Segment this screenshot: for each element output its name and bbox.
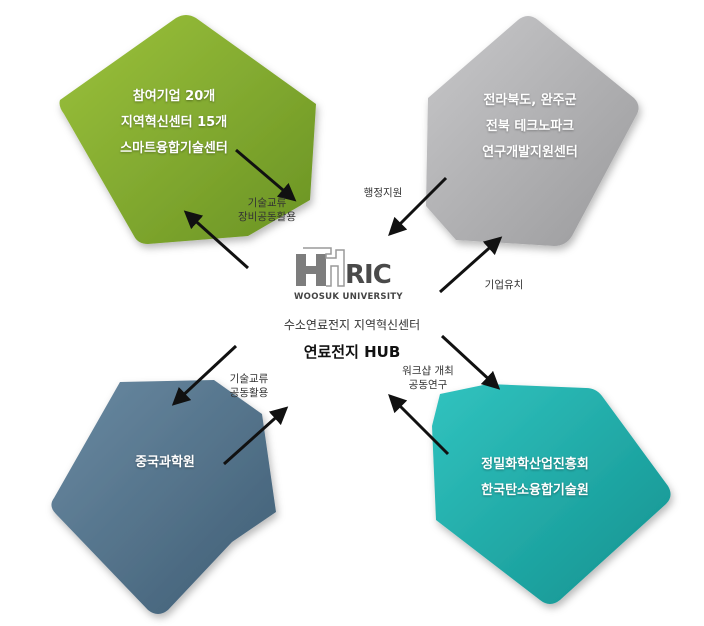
node-top-left-line: 스마트융합기술센터 bbox=[120, 141, 228, 156]
node-shape-top-left bbox=[59, 15, 316, 244]
node-shape-bottom-left bbox=[51, 380, 276, 614]
arrow-top-right-in bbox=[388, 176, 448, 236]
node-top-left-text: 참여기업 20개 지역혁신센터 15개 스마트융합기술센터 bbox=[84, 84, 264, 162]
edge-label-bottom-right: 워크샵 개최 공동연구 bbox=[388, 364, 468, 392]
arrow-bottom-left-in bbox=[222, 406, 289, 466]
edge-label-line: 기업유치 bbox=[484, 279, 524, 291]
node-bottom-left-text: 중국과학원 bbox=[90, 450, 240, 476]
node-bottom-right-text: 정밀화학산업진흥회 한국탄소융합기술원 bbox=[440, 452, 630, 504]
node-top-right-line: 전북 테크노파크 bbox=[485, 119, 575, 134]
arrow-bottom-right-out bbox=[440, 334, 501, 390]
logo-subtext: WOOSUK UNIVERSITY bbox=[294, 292, 403, 302]
arrow-top-right-out bbox=[439, 236, 503, 294]
node-top-left-line: 지역혁신센터 15개 bbox=[120, 115, 228, 130]
node-top-right-line: 전라북도, 완주군 bbox=[483, 93, 577, 108]
node-top-right-line: 연구개발지원센터 bbox=[482, 145, 578, 160]
arrow-bottom-right-in bbox=[388, 394, 450, 456]
node-top-right-text: 전라북도, 완주군 전북 테크노파크 연구개발지원센터 bbox=[440, 88, 620, 166]
edge-label-right: 기업유치 bbox=[474, 278, 534, 292]
arrow-bottom-left-out bbox=[171, 344, 238, 406]
hub-title: 연료전지 HUB bbox=[303, 343, 401, 361]
edge-label-line: 행정지원 bbox=[363, 187, 403, 199]
node-bottom-left-line: 중국과학원 bbox=[135, 455, 195, 470]
node-bottom-right-line: 한국탄소융합기술원 bbox=[481, 483, 589, 498]
edge-label-line: 장비공동활용 bbox=[238, 211, 296, 223]
hub-subtitle: 수소연료전지 지역혁신센터 bbox=[283, 318, 421, 332]
edge-label-line: 워크샵 개최 bbox=[402, 365, 454, 377]
edge-label-top-right: 행정지원 bbox=[348, 186, 418, 200]
node-shape-top-right bbox=[426, 16, 639, 246]
edge-label-top-left: 기술교류 장비공동활용 bbox=[222, 196, 312, 224]
node-top-left-line: 참여기업 20개 bbox=[132, 89, 216, 104]
edge-label-line: 공동활용 bbox=[229, 387, 269, 399]
node-shape-bottom-right bbox=[432, 384, 671, 604]
arrow-top-left-in bbox=[235, 148, 297, 202]
edge-label-line: 기술교류 bbox=[247, 197, 287, 209]
hric-logo-icon bbox=[296, 247, 345, 287]
arrow-top-left-out bbox=[183, 210, 250, 270]
edge-label-bottom-left: 기술교류 공동활용 bbox=[214, 372, 284, 400]
edge-label-line: 공동연구 bbox=[408, 379, 448, 391]
node-bottom-right-line: 정밀화학산업진흥회 bbox=[481, 457, 589, 472]
edge-label-line: 기술교류 bbox=[229, 373, 269, 385]
logo-text: RIC bbox=[345, 260, 392, 290]
